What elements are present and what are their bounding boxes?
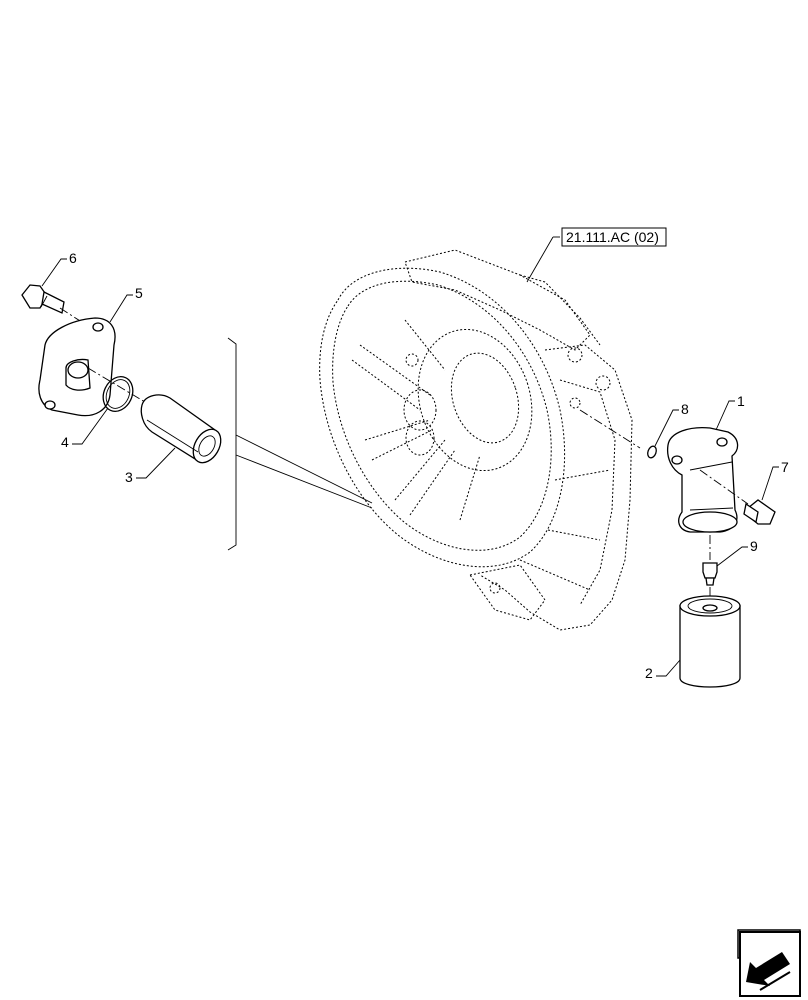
cover-plate[interactable] (38, 317, 116, 417)
callout-9[interactable]: 9 (716, 538, 758, 567)
callout-number-3: 3 (125, 469, 133, 485)
filter-head[interactable] (666, 426, 739, 533)
nipple[interactable] (702, 562, 718, 586)
transmission-housing (319, 249, 633, 631)
callout-number-5: 5 (135, 285, 143, 301)
callout-number-9: 9 (750, 538, 758, 554)
arrow-previous-icon[interactable] (737, 929, 801, 997)
callout-1[interactable]: 1 (715, 393, 745, 431)
seal-ring[interactable] (646, 445, 658, 459)
reference-callout[interactable]: 21.111.AC (02) (526, 227, 667, 283)
callout-4[interactable]: 4 (61, 407, 109, 450)
callout-number-8: 8 (681, 401, 689, 417)
callout-number-4: 4 (61, 434, 69, 450)
callout-5[interactable]: 5 (109, 285, 143, 323)
callout-7[interactable]: 7 (761, 459, 789, 501)
o-ring[interactable] (98, 372, 139, 416)
callout-6[interactable]: 6 (41, 250, 77, 287)
bolt-right[interactable] (743, 499, 776, 525)
callout-number-6: 6 (69, 250, 77, 266)
group-bracket (227, 337, 373, 551)
callout-number-1: 1 (737, 393, 745, 409)
sleeve[interactable] (140, 394, 226, 468)
bolt-left[interactable] (21, 284, 65, 314)
callout-number-2: 2 (645, 665, 653, 681)
oil-filter[interactable] (679, 595, 741, 688)
callout-8[interactable]: 8 (654, 401, 689, 447)
reference-label: 21.111.AC (02) (566, 229, 659, 245)
callout-2[interactable]: 2 (645, 659, 681, 681)
callout-number-7: 7 (781, 459, 789, 475)
callout-3[interactable]: 3 (125, 447, 176, 485)
